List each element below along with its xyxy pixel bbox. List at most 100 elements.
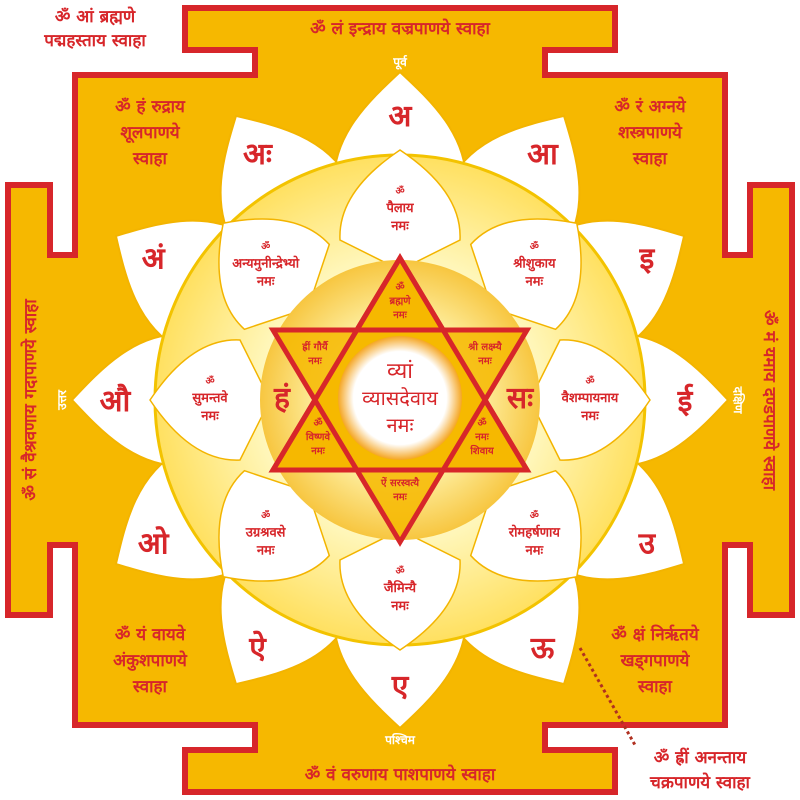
svg-text:ॐ: ॐ	[585, 375, 594, 387]
petal-letter: ए	[391, 669, 410, 704]
svg-text:सुमन्तवे: सुमन्तवे	[191, 390, 228, 406]
petal-letter: आ	[527, 137, 559, 172]
inner-petal-text: ॐ अन्यमुनीन्द्रेभ्यो नमः	[232, 241, 300, 290]
svg-text:ॐ हं रुद्राय: ॐ हं रुद्राय	[115, 97, 186, 117]
svg-text:वैशम्पायनाय: वैशम्पायनाय	[561, 390, 619, 406]
svg-text:पैलाय: पैलाय	[385, 200, 414, 216]
svg-text:नमः: नमः	[256, 275, 276, 290]
svg-text:व्यासदेवाय: व्यासदेवाय	[362, 386, 438, 410]
svg-text:ॐ ह्रीं अनन्ताय: ॐ ह्रीं अनन्ताय	[654, 747, 748, 768]
gate-bottom-mantra: ॐ वं वरुणाय पाशपाणये स्वाहा	[305, 764, 496, 785]
svg-text:शिवाय: शिवाय	[469, 444, 495, 457]
svg-text:ॐ: ॐ	[261, 241, 270, 253]
star-lower-right: ॐ नमः शिवाय	[469, 417, 495, 457]
corner-top-right: ॐ रं अग्नये शस्त्रपाणये स्वाहा	[614, 96, 686, 169]
svg-text:ॐ रं अग्नये: ॐ रं अग्नये	[614, 96, 686, 117]
svg-text:नमः: नमः	[474, 432, 490, 443]
inner-petal-text: ॐसुमन्तवेनमः	[191, 375, 228, 424]
svg-text:ॐ: ॐ	[395, 281, 404, 293]
svg-text:नमः: नमः	[390, 219, 410, 234]
gate-left-direction: उत्तर	[55, 389, 69, 411]
svg-text:ॐ: ॐ	[530, 509, 539, 521]
svg-text:नमः: नमः	[310, 446, 326, 457]
svg-text:अन्यमुनीन्द्रेभ्यो: अन्यमुनीन्द्रेभ्यो	[232, 256, 300, 272]
petal-letter: उ	[638, 527, 657, 562]
svg-text:ॐ क्षं निर्ऋतये: ॐ क्षं निर्ऋतये	[611, 624, 700, 645]
star-lower-left: ॐ विष्णवे नमः	[305, 417, 331, 457]
svg-text:नमः: नमः	[477, 356, 493, 367]
svg-text:जैमिन्यै: जैमिन्यै	[383, 580, 417, 596]
svg-text:नमः: नमः	[386, 413, 414, 437]
svg-text:विष्णवे: विष्णवे	[305, 430, 331, 443]
svg-text:स्वाहा: स्वाहा	[132, 149, 167, 169]
svg-text:श्री लक्ष्म्यै: श्री लक्ष्म्यै	[467, 340, 503, 353]
inner-petal-names: ॐ पैलाय नमः ॐ श्रीशुकाय नमः ॐ वैशम्पायनाय नमः ॐ रो…	[191, 185, 618, 614]
svg-text:ब्रह्मणे: ब्रह्मणे	[389, 294, 412, 307]
svg-text:स्वाहा: स्वाहा	[632, 149, 667, 169]
svg-text:चक्रपाणये स्वाहा: चक्रपाणये स्वाहा	[649, 772, 750, 793]
svg-text:शूलपाणये: शूलपाणये	[120, 122, 180, 144]
svg-text:स्वाहा: स्वाहा	[637, 677, 672, 697]
svg-text:उग्रश्रवसे: उग्रश्रवसे	[245, 524, 287, 540]
star-upper-right: श्री लक्ष्म्यै नमः	[467, 340, 503, 367]
svg-text:ॐ: ॐ	[313, 417, 322, 429]
svg-text:ॐ: ॐ	[395, 185, 404, 197]
inner-petal-text: ॐ श्रीशुकाय नमः	[512, 241, 556, 290]
gate-right-direction: दक्षिण	[731, 386, 745, 415]
petal-letter: अं	[142, 242, 166, 277]
svg-text:नमः: नमः	[525, 275, 545, 290]
gate-left-mantra: ॐ सं वैश्रवणाय गदापाणये स्वाहा	[20, 299, 41, 501]
center-circle	[338, 336, 462, 460]
gate-top-mantra: ॐ लं इन्द्राय वज्रपाणये स्वाहा	[310, 18, 490, 39]
svg-text:खड्गपाणये: खड्गपाणये	[620, 650, 691, 671]
gate-right-mantra: ॐ मं यमाय दण्डपाणये स्वाहा	[759, 310, 780, 491]
petal-letter: औ	[100, 383, 132, 419]
inner-petal-text: ॐ पैलाय नमः	[385, 185, 414, 234]
svg-text:नमः: नमः	[392, 310, 408, 321]
svg-text:नमः: नमः	[256, 543, 276, 558]
gate-bottom-direction: पश्चिम	[384, 733, 416, 747]
svg-text:पद्महस्ताय स्वाहा: पद्महस्ताय स्वाहा	[43, 31, 146, 51]
petal-letter: ई	[677, 383, 694, 419]
petal-letter: ऊ	[530, 631, 556, 666]
svg-text:व्यां: व्यां	[387, 359, 413, 384]
svg-text:रोमहर्षणाय: रोमहर्षणाय	[508, 524, 561, 540]
svg-text:नमः: नमः	[307, 356, 323, 367]
svg-text:नमः: नमः	[392, 492, 408, 503]
star-bottom: ऐं सरस्वत्यै नमः	[380, 476, 420, 503]
corner-bottom-left: ॐ यं वायवे अंकुशपाणये स्वाहा	[113, 624, 188, 697]
petal-letters: अ आ इ ई उ ऊ ए ऐ ओ औ अं अः	[100, 99, 694, 704]
svg-text:ह्रीं गौर्यै: ह्रीं गौर्यै	[301, 340, 329, 353]
svg-text:श्रीशुकाय: श्रीशुकाय	[512, 256, 556, 272]
star-upper-left: ह्रीं गौर्यै नमः	[301, 340, 329, 367]
petal-letter: ऐ	[248, 630, 267, 666]
star-outline-up	[268, 253, 532, 473]
petal-letter: अः	[243, 137, 274, 172]
svg-text:नमः: नमः	[200, 409, 220, 424]
svg-text:स्वाहा: स्वाहा	[132, 677, 167, 697]
svg-text:शस्त्रपाणये: शस्त्रपाणये	[618, 122, 683, 143]
svg-text:ऐं सरस्वत्यै: ऐं सरस्वत्यै	[380, 476, 420, 489]
svg-text:अंकुशपाणये: अंकुशपाणये	[113, 650, 188, 671]
corner-top-left: ॐ हं रुद्राय शूलपाणये स्वाहा	[115, 97, 186, 169]
petal-letter: ओ	[138, 526, 170, 562]
svg-text:ॐ आं ब्रह्मणे: ॐ आं ब्रह्मणे	[55, 6, 136, 27]
mantra-ananta: ॐ ह्रीं अनन्ताय चक्रपाणये स्वाहा	[578, 647, 751, 793]
petal-letter: इ	[638, 242, 655, 277]
gate-top-direction: पूर्व	[392, 55, 408, 70]
svg-text:नमः: नमः	[390, 599, 410, 614]
petal-letter: अ	[389, 99, 413, 134]
inner-petals	[149, 149, 651, 651]
svg-text:ॐ: ॐ	[477, 417, 486, 429]
bija-right: सः	[506, 381, 535, 416]
bija-left: हं	[273, 381, 291, 416]
svg-text:ॐ: ॐ	[395, 565, 404, 577]
mantra-brahma: ॐ आं ब्रह्मणे पद्महस्ताय स्वाहा	[43, 6, 146, 51]
inner-petal-text: ॐवैशम्पायनायनमः	[561, 375, 619, 424]
inner-petal-text: ॐरोमहर्षणायनमः	[508, 509, 561, 558]
center-mantra: व्यां व्यासदेवाय नमः	[362, 359, 438, 437]
svg-text:ॐ: ॐ	[530, 241, 539, 253]
corner-bottom-right: ॐ क्षं निर्ऋतये खड्गपाणये स्वाहा	[611, 624, 700, 697]
star-top: ॐ ब्रह्मणे नमः	[389, 281, 412, 321]
svg-text:ॐ यं वायवे: ॐ यं वायवे	[115, 624, 187, 645]
